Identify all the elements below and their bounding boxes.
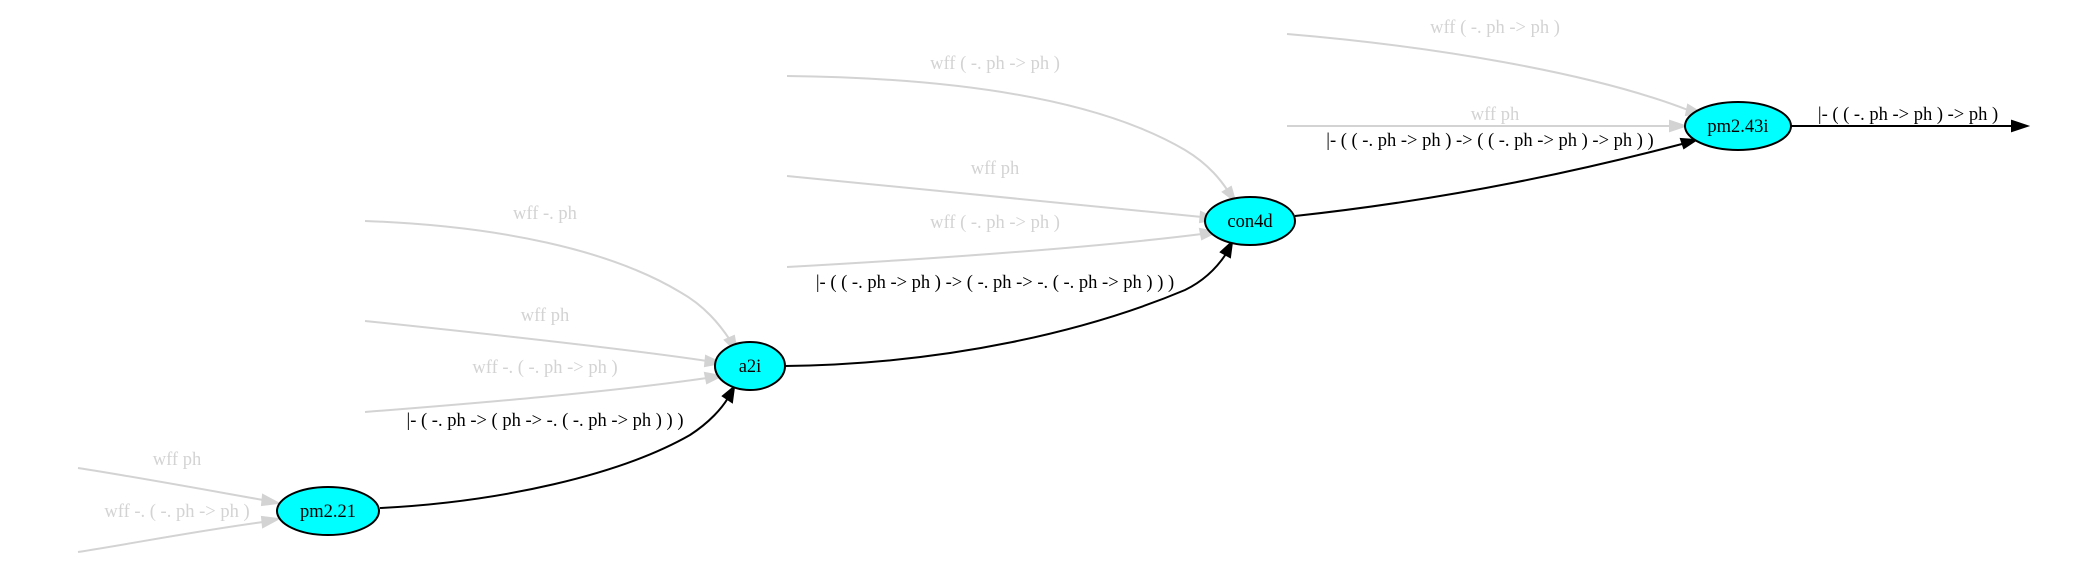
arrowhead [1669,119,1689,133]
edge-con4d-to-pm243i [1294,143,1683,217]
arrowhead [1219,239,1234,259]
arrowhead [260,493,282,507]
edge-a2i-wff-not-ph [364,220,731,341]
node-label: con4d [1227,212,1273,232]
edge-con4d-wff-ph [786,175,1203,218]
arrowhead [1221,185,1237,204]
edge-con4d-wff-top [786,75,1229,192]
edge-con4d-wff-mid [786,233,1203,268]
edge-label: wff -. ( -. ph -> ph ) [104,502,249,522]
edge-label: |- ( ( -. ph -> ph ) -> ph ) [1818,105,1998,125]
edge-pm221-wff-ph [77,467,264,501]
node-ellipse [714,341,786,391]
node-con4d[interactable]: con4d [1204,196,1296,246]
edge-label: |- ( ( -. ph -> ph ) -> ( ( -. ph -> ph … [1326,131,1653,151]
arrowhead [260,515,282,529]
edge-label: wff -. ( -. ph -> ph ) [472,358,617,378]
edge-label: wff ( -. ph -> ph ) [1430,18,1560,38]
edge-label: wff ph [153,450,201,470]
edge-pm221-to-a2i [379,397,729,509]
arrowhead [721,384,736,404]
edge-label: |- ( ( -. ph -> ph ) -> ( -. ph -> -. ( … [816,273,1174,293]
edge-label: wff ph [1471,105,1519,125]
node-ellipse [1684,101,1792,151]
edge-pm221-wff-not [77,521,264,553]
arrowhead [1679,137,1700,150]
node-pm221[interactable]: pm2.21 [276,486,380,536]
edge-label: wff ph [971,159,1019,179]
edge-pm243i-wff-top [1286,33,1689,111]
node-ellipse [1204,196,1296,246]
edge-a2i-wff-nested [364,377,708,413]
edge-label: wff ( -. ph -> ph ) [930,213,1060,233]
node-label: pm2.43i [1707,117,1768,137]
node-ellipse [276,486,380,536]
edge-a2i-wff-ph [364,320,708,362]
node-label: a2i [739,357,762,377]
edge-a2i-to-con4d [784,253,1227,367]
node-label: pm2.21 [300,502,356,522]
node-a2i[interactable]: a2i [714,341,786,391]
node-pm243i[interactable]: pm2.43i [1684,101,1792,151]
arrowhead [2011,119,2031,133]
edge-label: wff ph [521,306,569,326]
edge-label: wff ( -. ph -> ph ) [930,54,1060,74]
edge-label: wff -. ph [513,204,577,224]
edge-label: |- ( -. ph -> ( ph -> -. ( -. ph -> ph )… [407,411,684,431]
